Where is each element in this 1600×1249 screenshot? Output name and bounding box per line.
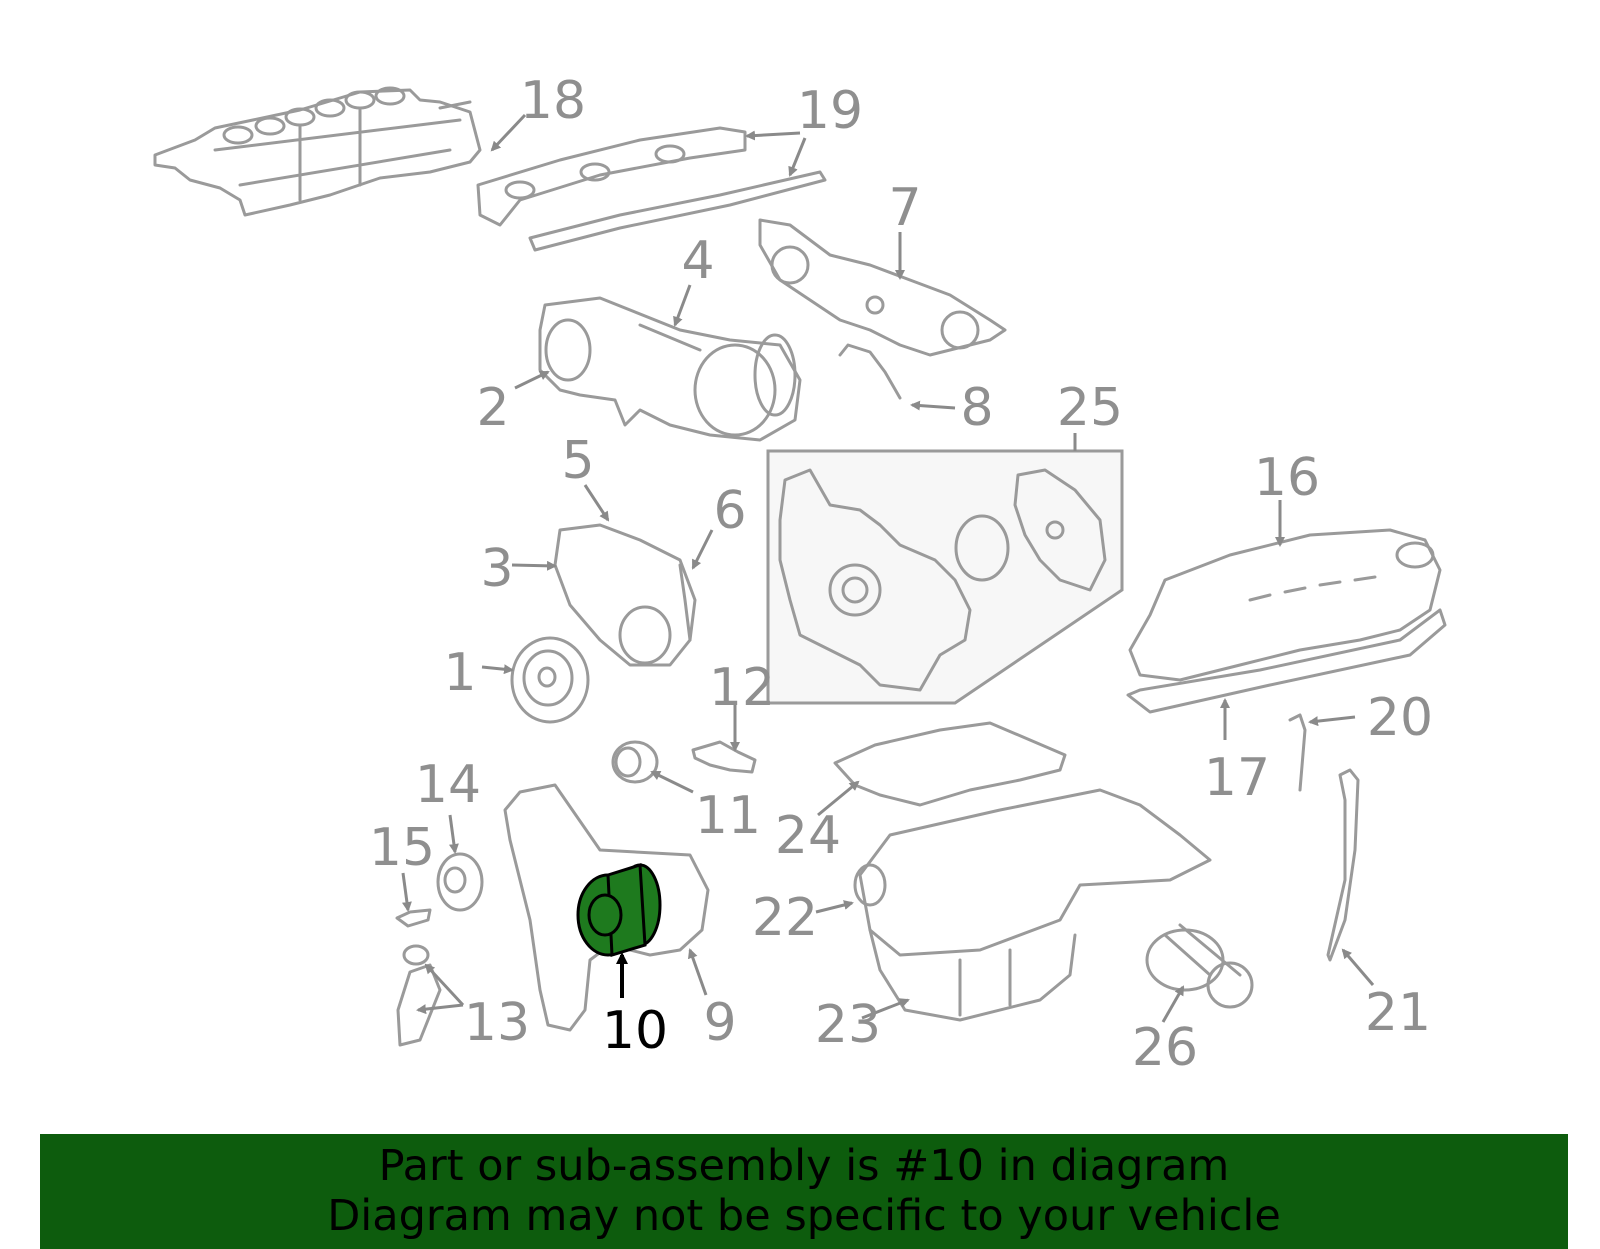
- callout-14: 14: [415, 755, 481, 815]
- callout-5: 5: [561, 431, 594, 491]
- callout-16: 16: [1254, 448, 1320, 508]
- callout-12: 12: [709, 658, 775, 718]
- banner-line-2: Diagram may not be specific to your vehi…: [327, 1191, 1281, 1241]
- part-16-17-valve-cover: [1126, 528, 1447, 714]
- callout-15: 15: [369, 818, 435, 878]
- callout-9: 9: [703, 993, 736, 1053]
- callout-21: 21: [1365, 983, 1431, 1043]
- part-8-seal: [838, 343, 902, 400]
- callout-4: 4: [681, 231, 714, 291]
- callout-18: 18: [520, 71, 586, 131]
- info-banner: Part or sub-assembly is #10 in diagram D…: [40, 1134, 1568, 1249]
- part-3-lower-cover: [553, 523, 697, 667]
- callout-7: 7: [888, 178, 921, 238]
- part-11-idler: [611, 740, 659, 784]
- part-18-intake-manifold: [153, 86, 482, 217]
- callout-22: 22: [752, 888, 818, 948]
- part-22-23-oil-pan: [853, 788, 1212, 1022]
- part-7-rear-cover: [758, 218, 1007, 357]
- callout-17: 17: [1204, 748, 1270, 808]
- part-1-crank-pulley: [510, 636, 590, 724]
- banner-line-1: Part or sub-assembly is #10 in diagram: [378, 1141, 1230, 1191]
- part-19-gaskets: [476, 126, 827, 252]
- callout-6: 6: [713, 481, 746, 541]
- part-2-4-timing-covers: [538, 296, 802, 442]
- callout-2: 2: [476, 378, 509, 438]
- part-12-bracket: [691, 740, 757, 774]
- callout-11: 11: [695, 786, 761, 846]
- callout-10-highlighted: 10: [602, 1001, 668, 1061]
- callout-25: 25: [1057, 378, 1123, 438]
- callout-20: 20: [1367, 688, 1433, 748]
- part-13-14-15-tensioner: [395, 852, 484, 1047]
- callout-3: 3: [480, 539, 513, 599]
- part-24-baffle: [833, 721, 1067, 807]
- leader-lines: [401, 113, 1375, 1023]
- callout-13: 13: [464, 993, 530, 1053]
- callout-8: 8: [960, 378, 993, 438]
- part-25-oil-pump-group: [766, 449, 1124, 705]
- part-10-highlighted-pulley: [576, 862, 662, 957]
- part-20-21-dipstick: [1288, 713, 1360, 962]
- callout-26: 26: [1132, 1018, 1198, 1078]
- callout-23: 23: [815, 995, 881, 1055]
- callout-19: 19: [797, 81, 863, 141]
- callout-1: 1: [443, 643, 476, 703]
- callout-24: 24: [775, 806, 841, 866]
- part-26-oil-filter: [1145, 923, 1254, 1009]
